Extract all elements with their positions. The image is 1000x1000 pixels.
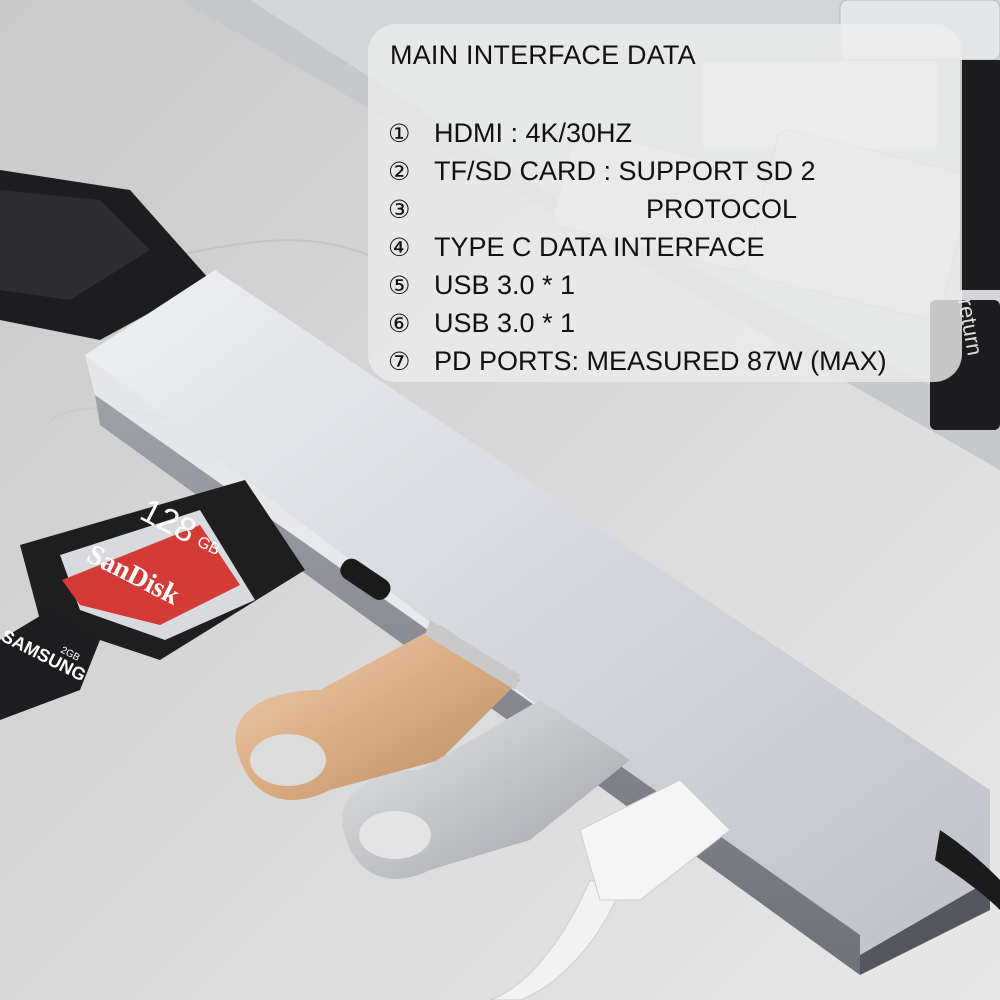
micro-sd-card: SAMSUNG 2GB — [0, 610, 100, 720]
spec-number: ⑦ — [388, 347, 411, 376]
spec-row-protocol: ③ PROTOCOL — [388, 194, 797, 225]
spec-number: ② — [388, 157, 411, 186]
usb-stick-gold — [235, 620, 521, 800]
panel-title: MAIN INTERFACE DATA — [390, 40, 696, 70]
sd-card: 128 GB SanDisk — [20, 480, 305, 660]
spec-text: USB 3.0 * 1 — [434, 308, 576, 338]
pd-cable — [935, 830, 1000, 910]
type-c-cable — [489, 779, 731, 1000]
spec-row-pd: ⑦ PD PORTS: MEASURED 87W (MAX) — [388, 346, 887, 377]
spec-number: ④ — [388, 233, 411, 262]
spec-row-hdmi: ① HDMI : 4K/30HZ — [388, 118, 632, 149]
spec-text: PROTOCOL — [646, 194, 798, 224]
spec-text: PD PORTS: MEASURED 87W (MAX) — [434, 346, 887, 376]
spec-row-usb-2: ⑥ USB 3.0 * 1 — [388, 308, 575, 339]
spec-number: ⑤ — [388, 271, 411, 300]
type-c-port — [340, 558, 391, 600]
spec-text: TYPE C DATA INTERFACE — [434, 232, 765, 262]
spec-row-card: ② TF/SD CARD : SUPPORT SD 2 — [388, 156, 816, 187]
spec-number: ① — [388, 119, 411, 148]
interface-data-panel — [368, 24, 962, 382]
spec-row-type-c: ④ TYPE C DATA INTERFACE — [388, 232, 765, 263]
usb-stick-silver — [342, 700, 630, 879]
spec-number: ③ — [388, 195, 411, 224]
spec-text: TF/SD CARD : SUPPORT SD 2 — [434, 156, 816, 186]
spec-text: USB 3.0 * 1 — [434, 270, 576, 300]
spec-row-usb-1: ⑤ USB 3.0 * 1 — [388, 270, 575, 301]
spec-text: HDMI : 4K/30HZ — [434, 118, 633, 148]
hdmi-plug — [0, 170, 210, 340]
spec-number: ⑥ — [388, 309, 411, 338]
